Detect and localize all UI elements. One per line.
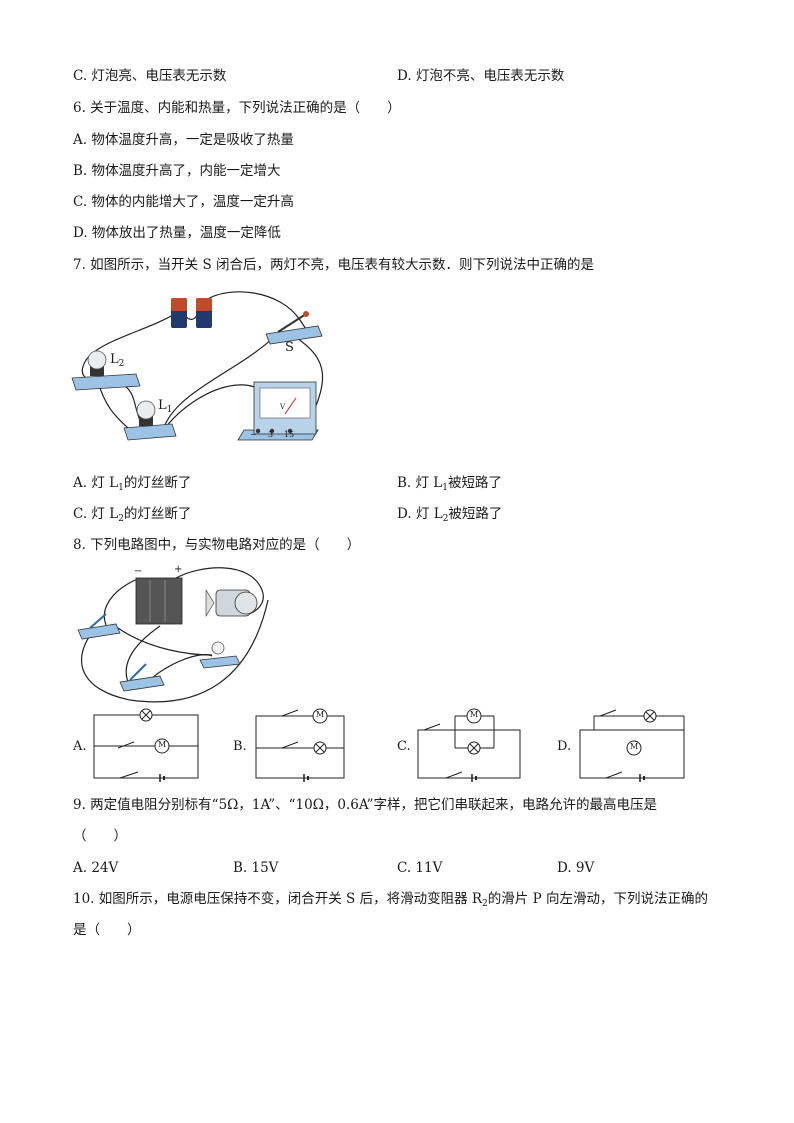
q7-stem: 7. 如图所示，当开关 S 闭合后，两灯不亮，电压表有较大示数．则下列说法中正确… [73,257,595,273]
q7-option-d: D. 灯 L2被短路了 [397,506,503,524]
lamp-l2 [71,350,141,391]
q9-stem-cont: （ ） [73,828,127,844]
switch-label: S [285,340,294,355]
q6-option-a: A. 物体温度升高，一定是吸收了热量 [73,132,294,148]
motor-symbol-a: M [158,740,167,749]
battery-pack [135,577,183,625]
switch-1 [77,613,121,640]
q5-option-d: D. 灯泡不亮、电压表无示数 [397,68,565,84]
q6-option-b: B. 物体温度升高了，内能一定增大 [73,163,281,179]
terminal-minus: − [250,430,257,439]
voltmeter-symbol: V [280,403,286,411]
q8-option-b-label: B. [233,739,247,754]
q9-option-a: A. 24V [73,860,119,876]
motor-symbol-b: M [316,710,325,719]
terminal-3: 3 [268,430,274,439]
q8-stem: 8. 下列电路图中，与实物电路对应的是（ ） [73,537,361,553]
battery-minus: − [134,566,143,577]
q10-stem: 10. 如图所示，电源电压保持不变，闭合开关 S 后，将滑动变阻器 R2的滑片 … [73,891,708,909]
lamp2-label: L2 [110,352,125,369]
switch-2 [119,663,165,692]
motor-symbol-c: M [470,710,479,719]
q10-stem-cont: 是（ ） [73,922,141,938]
q6-option-c: C. 物体的内能增大了，温度一定升高 [73,194,294,210]
q9-option-d: D. 9V [557,860,595,876]
motor-symbol-d: M [630,742,639,751]
battery-pair [171,298,212,328]
q8-option-d-label: D. [557,739,572,754]
voltmeter [237,381,319,441]
lamp-q8 [199,641,241,669]
battery-plus: + [174,564,183,575]
q9-option-c: C. 11V [397,860,443,876]
q9-option-b: B. 15V [233,860,279,876]
q9-stem: 9. 两定值电阻分别标有“5Ω，1A”、“10Ω，0.6A”字样，把它们串联起来… [73,797,658,813]
motor [205,588,258,618]
terminal-15: 15 [284,430,295,439]
lamp1-label: L1 [158,398,173,415]
q7-option-b: B. 灯 L1被短路了 [397,475,502,493]
q6-stem: 6. 关于温度、内能和热量，下列说法正确的是（ ） [73,100,401,116]
switch-s [265,311,323,345]
q8-option-c-label: C. [397,739,411,754]
q7-option-a: A. 灯 L1的灯丝断了 [73,475,192,493]
q6-option-d: D. 物体放出了热量，温度一定降低 [73,225,281,241]
q8-option-a-label: A. [73,739,87,754]
lamp-l1 [123,400,177,441]
q7-option-c: C. 灯 L2的灯丝断了 [73,506,192,524]
q5-option-c: C. 灯泡亮、电压表无示数 [73,68,227,84]
